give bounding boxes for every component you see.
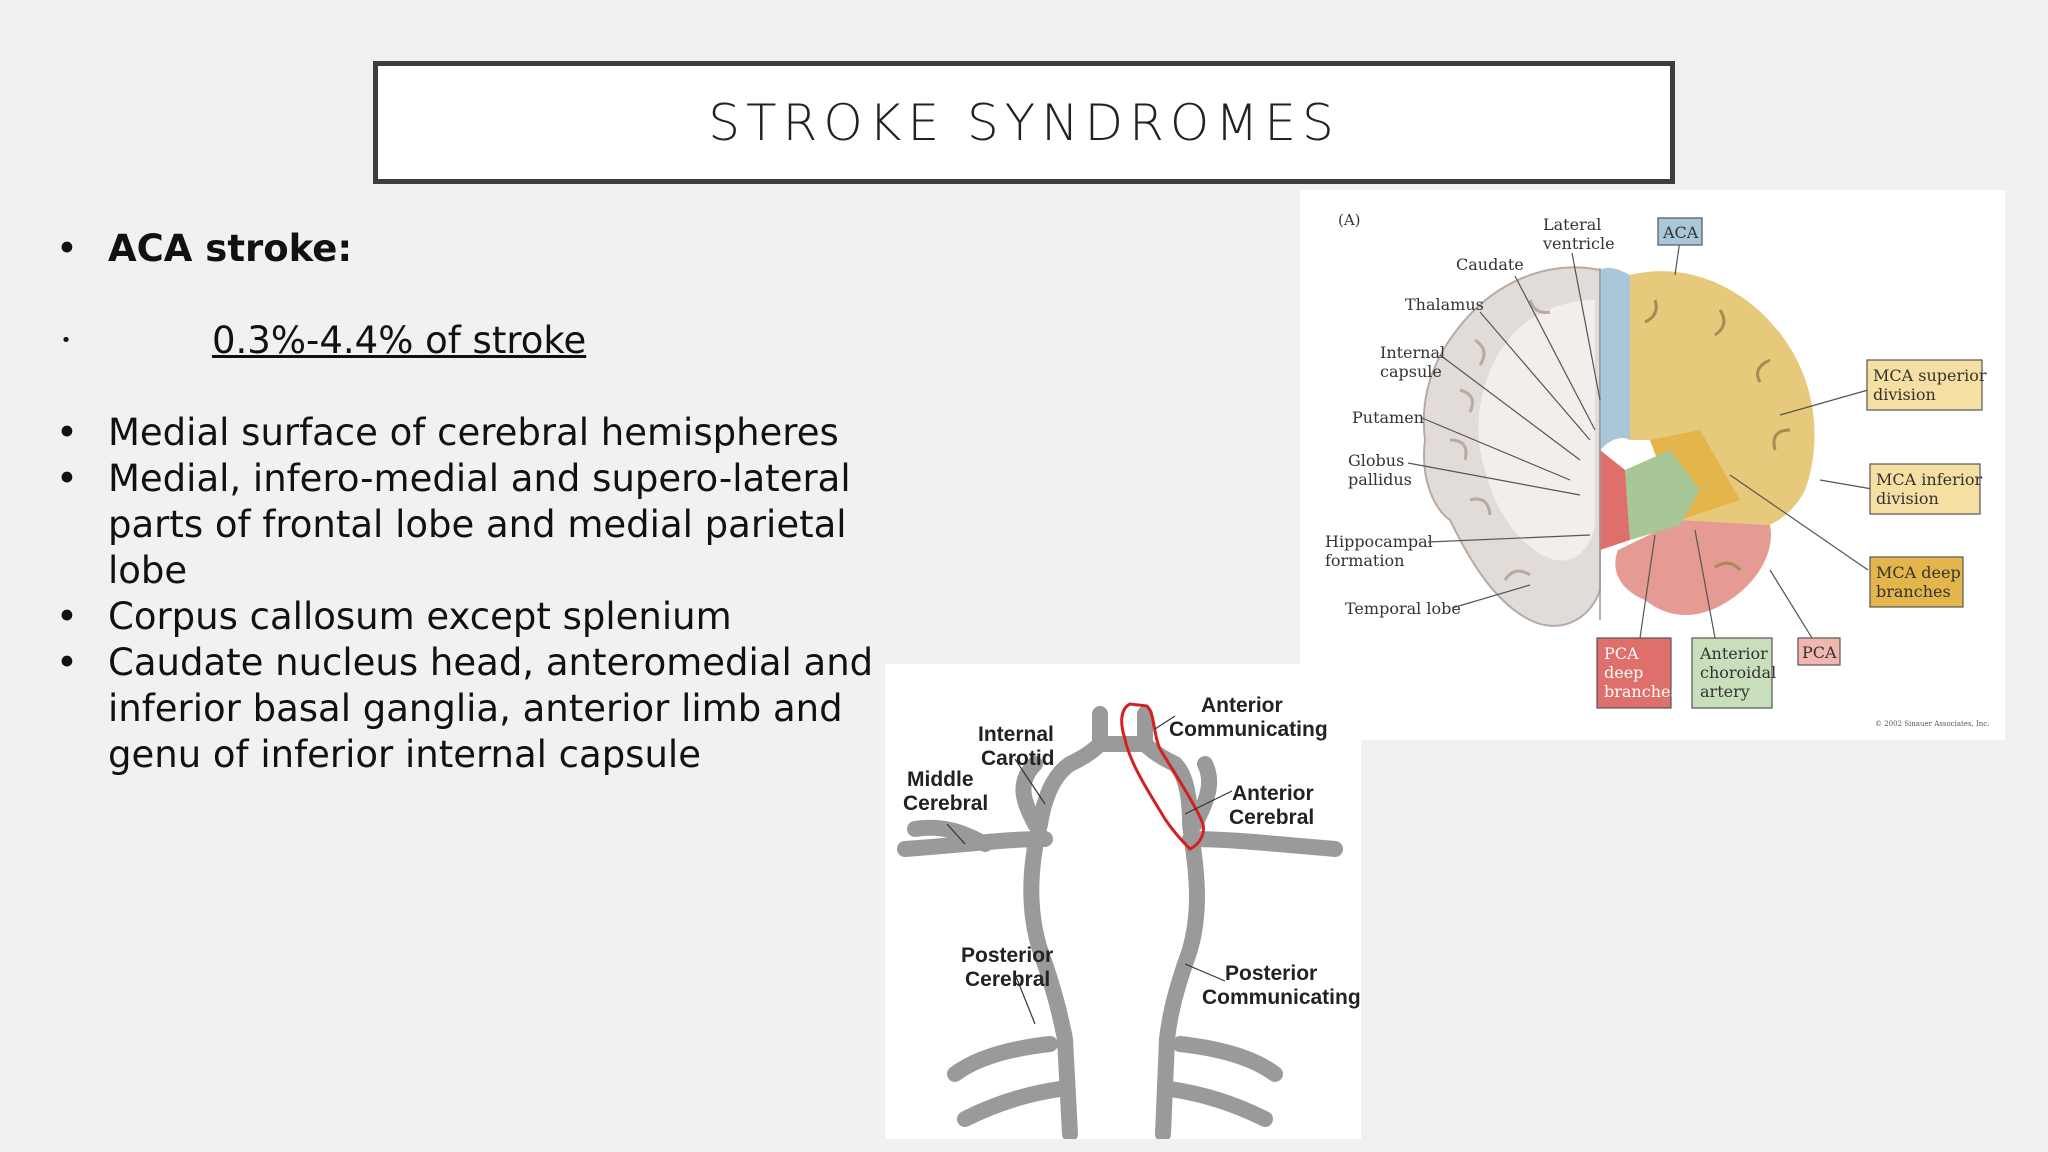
panel-label: (A) xyxy=(1338,211,1361,229)
left-white-matter xyxy=(1478,300,1595,561)
label-putamen: Putamen xyxy=(1352,408,1424,427)
box-pca xyxy=(1797,637,1841,666)
box-aca xyxy=(1657,217,1703,246)
label-temporal-lobe: Temporal lobe xyxy=(1345,599,1461,618)
slide-title: STROKE SYNDROMES xyxy=(708,93,1340,152)
slide-title-box: STROKE SYNDROMES xyxy=(373,61,1675,184)
bullet-dot: • xyxy=(56,595,78,638)
box-anterior-choroidal xyxy=(1691,637,1773,709)
right-gyri xyxy=(1644,299,1791,572)
aca-territory xyxy=(1600,267,1630,450)
bullet-text: Caudate nucleus head, anteromedial and i… xyxy=(108,641,874,776)
pca-deep-territory xyxy=(1600,450,1630,550)
left-gyri xyxy=(1449,299,1551,581)
bullet-text: Medial, infero-medial and supero-lateral… xyxy=(108,457,851,592)
label-caudate: Caudate xyxy=(1456,255,1524,274)
choroidal-territory xyxy=(1625,450,1700,540)
highlight-outline xyxy=(1120,702,1205,851)
box-mca-inferior xyxy=(1869,463,1981,515)
box-mca-deep xyxy=(1869,556,1964,608)
bullet-text: ACA stroke: xyxy=(108,227,353,270)
bullet-dot: • xyxy=(56,411,78,454)
bullet-dot: • xyxy=(56,227,78,270)
bullet-dot: • xyxy=(60,330,72,351)
label-thalamus: Thalamus xyxy=(1405,295,1484,314)
bullet-dot: • xyxy=(56,641,78,684)
box-aca-label: ACA xyxy=(1662,223,1699,242)
box-pca-deep xyxy=(1596,637,1672,709)
bullet-text: Medial surface of cerebral hemispheres xyxy=(108,411,839,454)
bullet-text: 0.3%-4.4% of stroke xyxy=(212,319,587,362)
leader-lines xyxy=(1407,239,1879,639)
copyright-text: © 2002 Sinauer Associates, Inc. xyxy=(1875,720,1989,728)
bullet-text: Corpus callosum except splenium xyxy=(108,595,732,638)
bullet-dot: • xyxy=(56,457,78,500)
artery-leader-lines xyxy=(946,715,1233,1025)
box-mca-superior xyxy=(1866,359,1983,411)
box-pca-label: PCA xyxy=(1802,643,1837,662)
